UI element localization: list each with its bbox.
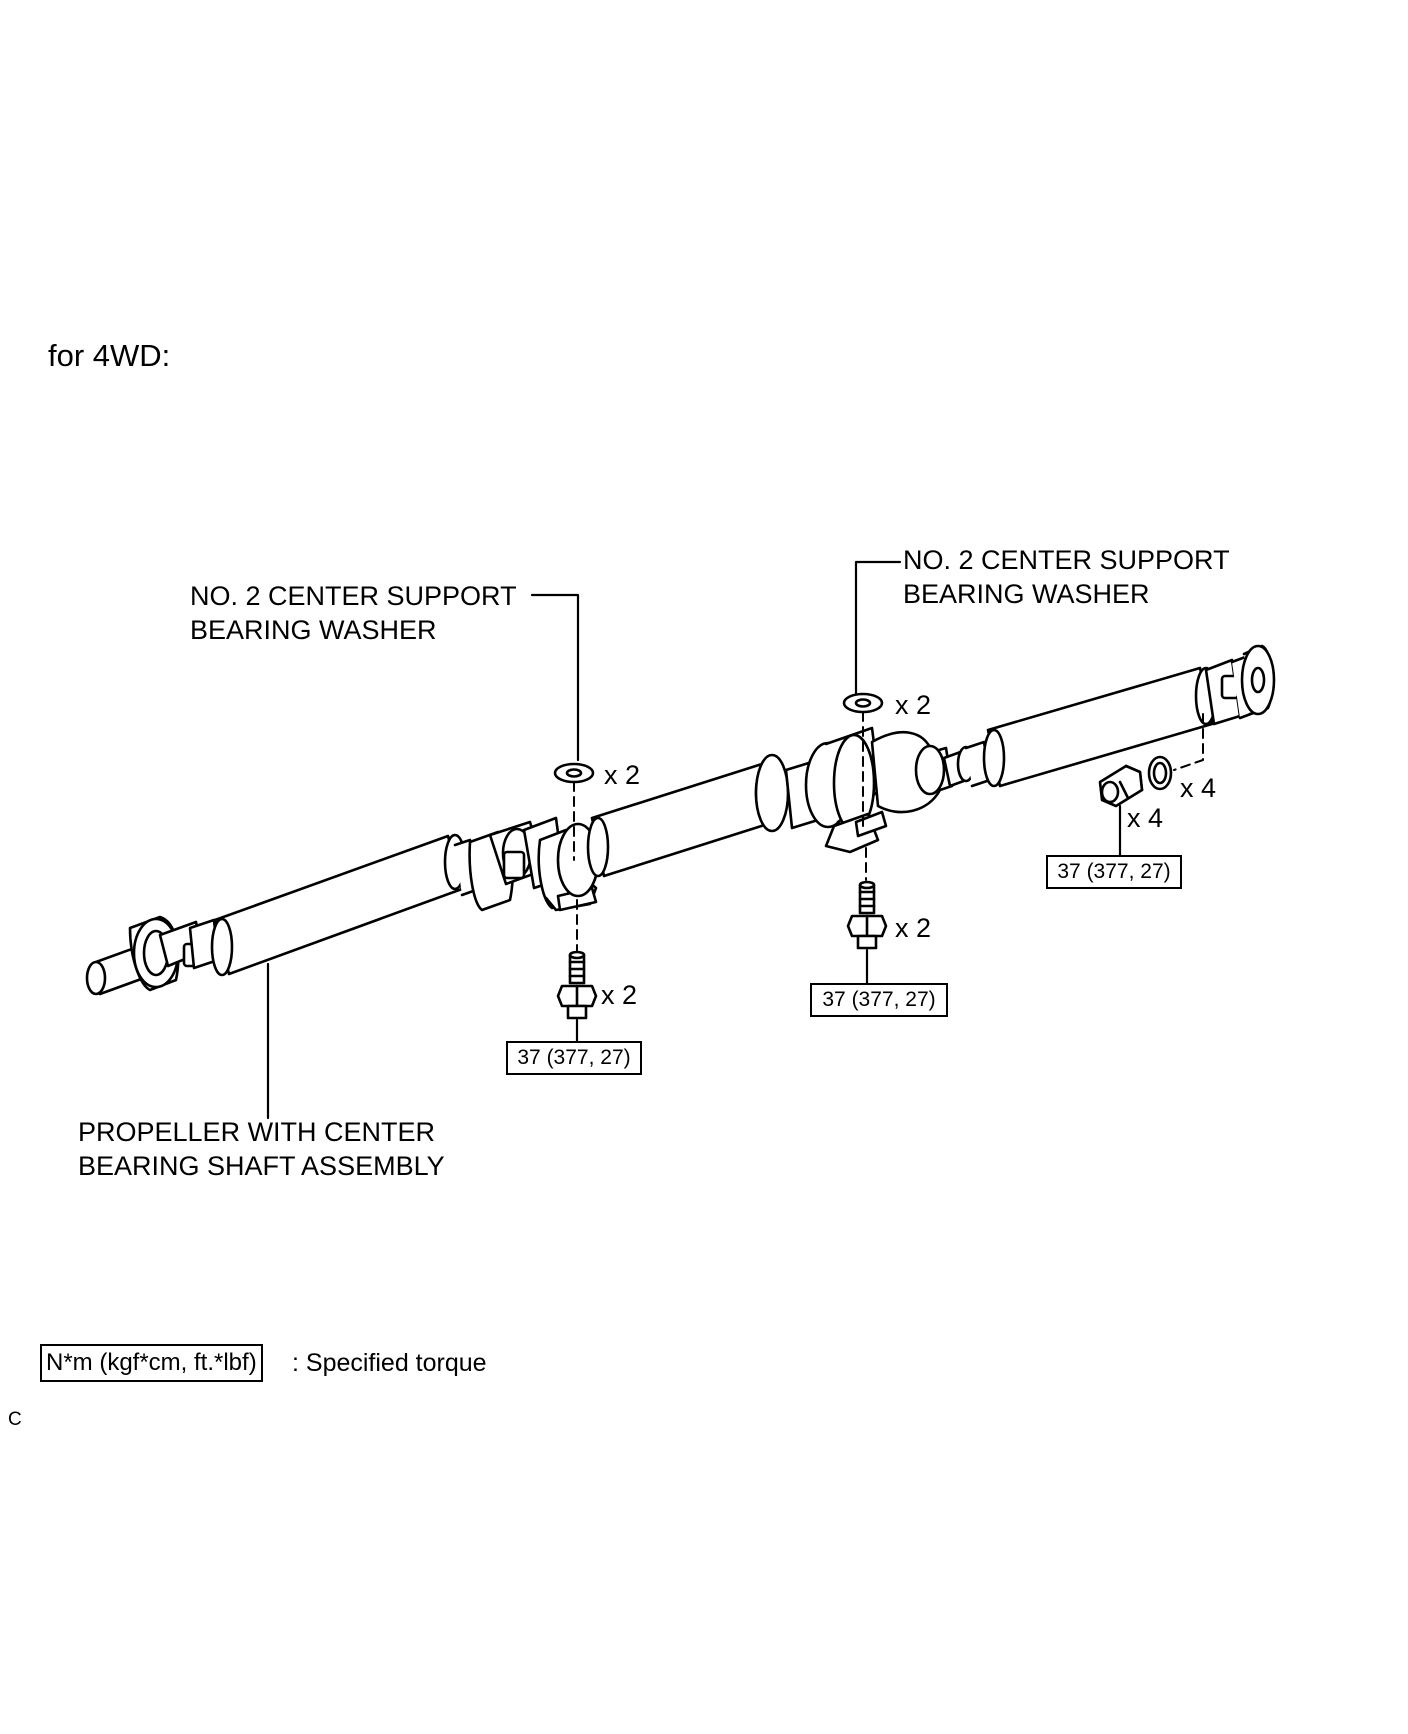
label-propeller-line2: BEARING SHAFT ASSEMBLY [78, 1151, 445, 1181]
front-universal-joint [128, 915, 220, 992]
qty-bolt-left: x 2 [601, 980, 638, 1010]
label-washer-right: NO. 2 CENTER SUPPORT BEARING WASHER [903, 543, 1230, 611]
label-washer-right-line1: NO. 2 CENTER SUPPORT [903, 545, 1230, 575]
rear-tube [982, 666, 1218, 788]
qty-washer-right: x 2 [895, 690, 932, 720]
washer-right [842, 692, 884, 714]
alignment-lines [573, 711, 1204, 953]
rear-lock-washer [1147, 755, 1173, 791]
label-propeller-shaft: PROPELLER WITH CENTER BEARING SHAFT ASSE… [78, 1115, 445, 1183]
torque-box-left: 37 (377, 27) [506, 1041, 642, 1075]
washer-left [553, 762, 595, 784]
legend-torque-unit-box: N*m (kgf*cm, ft.*lbf) [40, 1344, 263, 1382]
corner-mark: C [8, 1409, 22, 1430]
label-washer-left-line2: BEARING WASHER [190, 615, 437, 645]
rear-nut [1098, 764, 1144, 808]
bolt-right [846, 880, 888, 950]
qty-washer-rear: x 4 [1180, 773, 1217, 803]
legend-torque-text: : Specified torque [292, 1349, 487, 1377]
diagram-heading: for 4WD: [48, 338, 171, 373]
label-washer-left-line1: NO. 2 CENTER SUPPORT [190, 581, 517, 611]
label-washer-left: NO. 2 CENTER SUPPORT BEARING WASHER [190, 579, 517, 647]
torque-box-middle: 37 (377, 27) [810, 983, 948, 1017]
bolt-left [556, 950, 598, 1020]
front-tube [210, 833, 478, 977]
rear-yoke-boot [870, 731, 992, 814]
rear-center-support-bearing [754, 726, 888, 854]
qty-washer-left: x 2 [604, 760, 641, 790]
leader-lines [266, 560, 1122, 1120]
qty-nut-rear: x 4 [1127, 803, 1164, 833]
qty-bolt-right: x 2 [895, 913, 932, 943]
label-propeller-line1: PROPELLER WITH CENTER [78, 1117, 436, 1147]
torque-box-right: 37 (377, 27) [1046, 855, 1182, 889]
label-washer-right-line2: BEARING WASHER [903, 579, 1150, 609]
rear-universal-joint [1204, 644, 1276, 726]
